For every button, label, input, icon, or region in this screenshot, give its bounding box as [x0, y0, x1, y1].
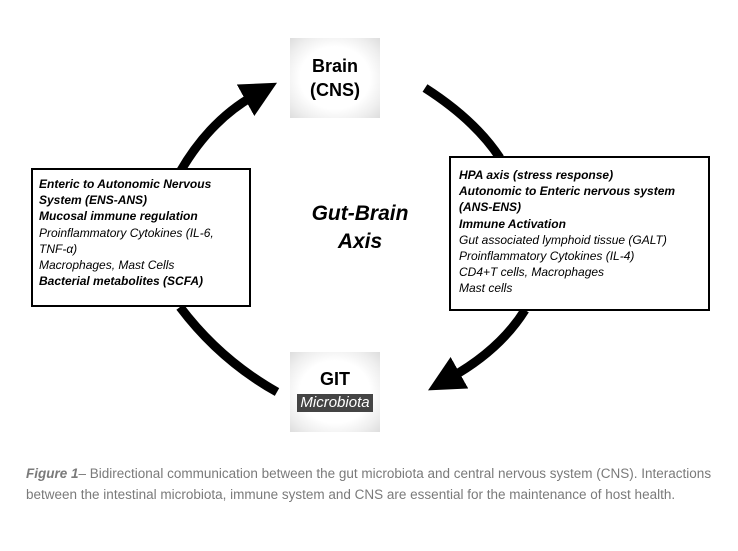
right-box-line: (ANS-ENS) — [459, 200, 521, 215]
git-node: GIT Microbiota — [290, 352, 380, 432]
left-box-line: Macrophages, Mast Cells — [39, 258, 175, 273]
center-title: Gut-Brain Axis — [285, 200, 435, 256]
brain-node: Brain (CNS) — [290, 38, 380, 118]
brain-label: Brain — [311, 56, 358, 76]
right-box-line: Immune Activation — [459, 216, 566, 231]
arrow-gut-to-brain — [176, 82, 278, 175]
right-box-line: Gut associated lymphoid tissue (GALT) — [459, 232, 667, 247]
left-box-line: TNF-α) — [39, 241, 78, 256]
arc-brain-to-right — [422, 84, 504, 161]
left-info-box: Enteric to Autonomic Nervous System (ENS… — [31, 168, 251, 307]
cns-label: (CNS) — [310, 80, 360, 100]
microbiota-label: Microbiota — [297, 394, 373, 412]
left-box-line: Mucosal immune regulation — [39, 209, 198, 224]
right-box-line: CD4+T cells, Macrophages — [459, 265, 605, 280]
left-box-line: System (ENS-ANS) — [39, 193, 148, 208]
right-box-line: Proinflammatory Cytokines (IL-4) — [459, 249, 635, 264]
left-box-line: Enteric to Autonomic Nervous — [39, 177, 212, 191]
right-box-line: HPA axis (stress response) — [459, 168, 614, 182]
caption-text: – Bidirectional communication between th… — [26, 466, 712, 502]
left-box-line: Proinflammatory Cytokines (IL-6, — [39, 225, 214, 240]
git-label: GIT — [320, 369, 350, 389]
right-box-line: Autonomic to Enteric nervous system — [459, 184, 676, 199]
center-title-line1: Gut-Brain — [311, 202, 409, 225]
center-title-line2: Axis — [337, 230, 383, 253]
arrow-brain-to-gut — [428, 307, 529, 391]
right-box-line: Mast cells — [459, 281, 513, 296]
right-info-box: HPA axis (stress response) Autonomic to … — [449, 156, 710, 311]
figure-label: Figure 1 — [26, 466, 79, 481]
figure-caption: Figure 1– Bidirectional communication be… — [26, 464, 716, 505]
arc-gut-to-left — [176, 304, 280, 396]
left-box-line: Bacterial metabolites (SCFA) — [39, 274, 204, 289]
